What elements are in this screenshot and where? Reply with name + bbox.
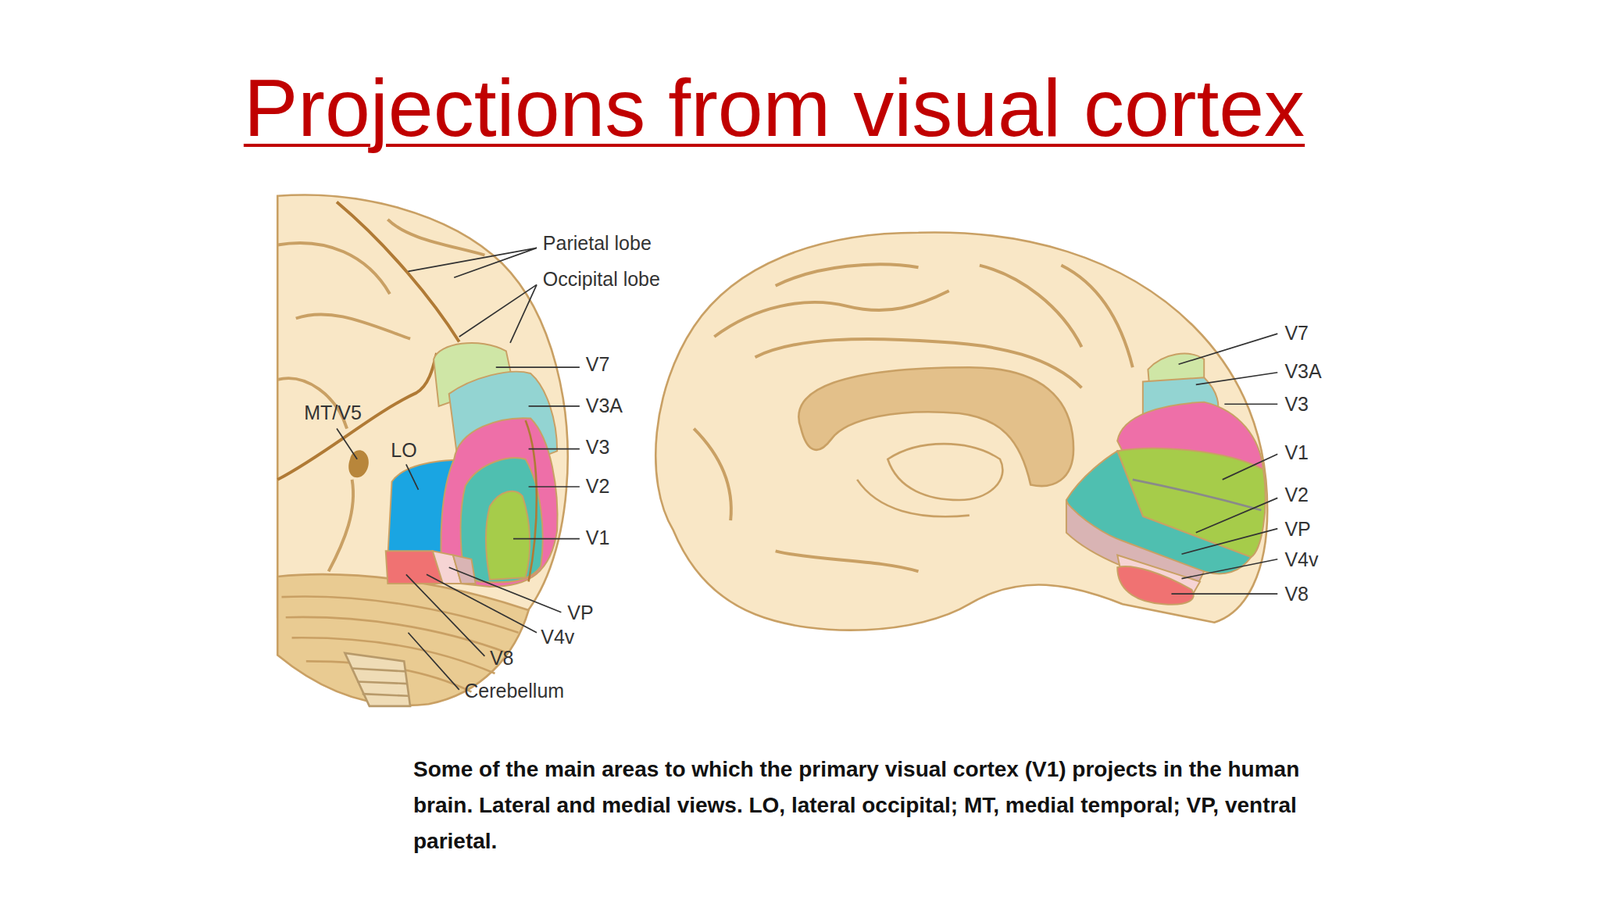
slide-title: Projections from visual cortex — [0, 67, 1549, 149]
area-label: V2 — [1284, 482, 1309, 507]
area-v1 — [485, 491, 530, 580]
area-label: Parietal lobe — [542, 231, 652, 255]
leader-line — [449, 567, 562, 612]
corpus-callosum — [798, 367, 1074, 486]
calcarine-line — [1132, 479, 1262, 511]
sulcus — [277, 242, 390, 294]
sulcus — [387, 219, 485, 256]
sulcus — [328, 479, 354, 572]
leader-line — [1181, 528, 1278, 555]
leader-line — [528, 485, 580, 488]
leader-line — [407, 247, 537, 278]
sulcus — [979, 265, 1083, 347]
area-vp — [453, 555, 476, 585]
leader-lines — [1171, 333, 1278, 594]
leader-line — [406, 464, 419, 490]
leader-line — [407, 632, 459, 690]
area-label: V3 — [585, 435, 611, 459]
area-label: V1 — [585, 525, 611, 550]
area-label: V4v — [540, 625, 575, 649]
sulcus — [693, 428, 732, 522]
leader-line — [426, 574, 537, 633]
cerebrum — [277, 195, 568, 618]
area-v3 — [440, 417, 558, 587]
area-label: V3 — [1284, 392, 1309, 416]
thalamus-outline — [857, 479, 970, 517]
leader-line — [1224, 403, 1278, 405]
sulcus — [714, 290, 949, 337]
area-label: V2 — [585, 474, 611, 498]
area-mt — [348, 450, 369, 478]
leader-line — [459, 284, 537, 343]
leader-line — [1222, 453, 1279, 480]
cerebrum-medial — [655, 232, 1268, 630]
area-label: Cerebellum — [464, 678, 565, 703]
leader-lines — [336, 247, 580, 690]
figure-caption: Some of the main areas to which the prim… — [413, 751, 1304, 860]
leader-line — [496, 366, 580, 368]
leader-line — [336, 428, 358, 460]
sulcus — [1060, 265, 1133, 368]
area-label: V3A — [585, 393, 623, 418]
leader-line — [1196, 372, 1278, 386]
area-label: V4v — [1284, 547, 1318, 572]
area-label: VP — [1284, 517, 1311, 541]
sulcus — [296, 314, 411, 339]
sulcus — [775, 264, 919, 286]
cerebellum-fold — [285, 617, 509, 654]
lobe-border — [336, 202, 460, 343]
lobe-border — [277, 353, 437, 480]
leader-line — [1196, 497, 1278, 533]
area-label: V8 — [489, 646, 515, 670]
area-label: V7 — [1284, 321, 1309, 345]
brainstem — [344, 653, 411, 707]
area-label: Occipital lobe — [542, 267, 661, 291]
area-label: V8 — [1284, 582, 1309, 606]
thalamus-outline — [887, 443, 1003, 500]
calcarine-line — [525, 420, 537, 582]
area-label: V7 — [585, 352, 611, 376]
area-label: VP — [567, 600, 593, 625]
leader-line — [513, 538, 580, 540]
leader-line — [528, 448, 580, 450]
leader-line — [1181, 559, 1278, 579]
sulcus — [775, 550, 919, 572]
area-label: LO — [390, 438, 417, 462]
area-v8 — [1117, 566, 1194, 605]
brainstem-ring — [352, 668, 409, 697]
leader-line — [528, 405, 580, 408]
leader-line — [1171, 592, 1278, 595]
area-label: V1 — [1284, 440, 1309, 465]
cerebellum-fold — [281, 596, 518, 633]
area-label: MT/V5 — [303, 400, 362, 425]
leader-line — [1178, 333, 1279, 365]
area-label: V3A — [1284, 359, 1322, 383]
